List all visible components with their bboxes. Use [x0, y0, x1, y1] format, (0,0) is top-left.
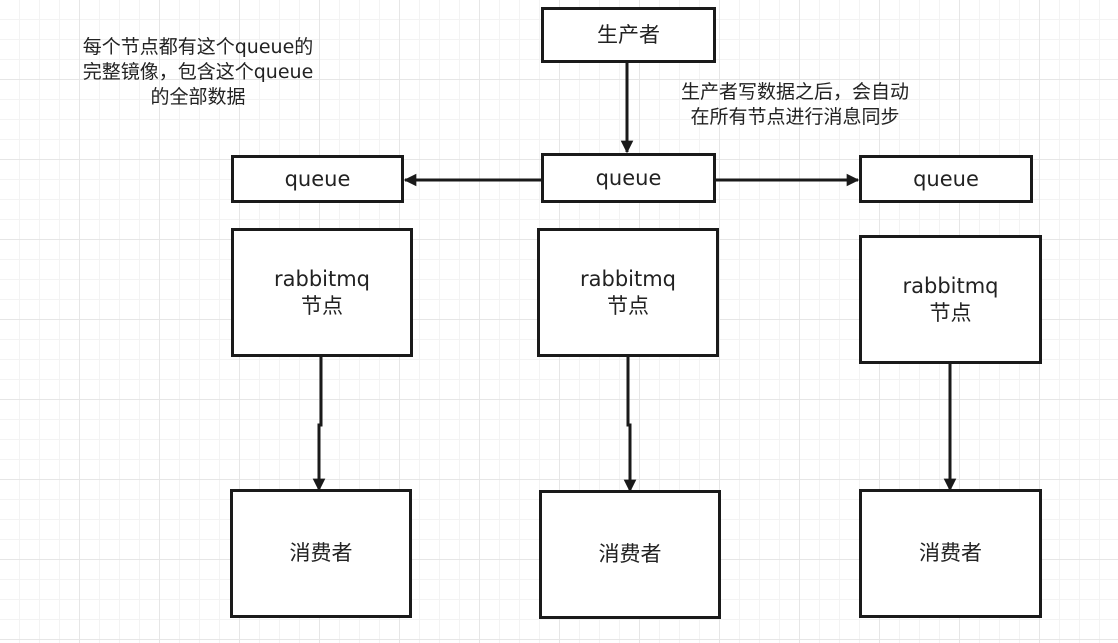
consumer-right-label: 消费者 [919, 541, 982, 565]
node-center-line-2: 节点 [607, 293, 649, 318]
mirror-note-line-3: 的全部数据 [150, 86, 246, 108]
mirror-note-line-1: 每个节点都有这个queue的 [82, 36, 314, 58]
queue-box-left: queue [231, 155, 404, 203]
rabbitmq-node-right: rabbitmq 节点 [859, 235, 1042, 364]
rabbitmq-node-center: rabbitmq 节点 [537, 228, 719, 357]
producer-box: 生产者 [541, 7, 716, 63]
node-right-line-2: 节点 [929, 300, 972, 325]
queue-label-left: queue [284, 166, 351, 191]
node-center-line-1: rabbitmq [579, 266, 677, 291]
consumer-box-left: 消费者 [230, 489, 412, 618]
queue-box-right: queue [859, 155, 1033, 203]
consumer-left-label: 消费者 [289, 541, 353, 565]
consumer-center-label: 消费者 [598, 542, 662, 566]
rabbitmq-node-left: rabbitmq 节点 [231, 228, 413, 357]
node-left-line-1: rabbitmq [273, 266, 371, 291]
consumer-box-right: 消费者 [859, 489, 1042, 618]
producer-label: 生产者 [597, 22, 660, 47]
mirror-note: 每个节点都有这个queue的 完整镜像，包含这个queue 的全部数据 [54, 35, 342, 110]
arrow-center-node-to-consumer [623, 357, 637, 493]
mirror-note-line-2: 完整镜像，包含这个queue [82, 61, 314, 83]
consumer-box-center: 消费者 [539, 490, 721, 619]
arrow-left-node-to-consumer [312, 357, 326, 492]
sync-note-line-2: 在所有节点进行消息同步 [690, 106, 900, 128]
queue-label-center: queue [595, 165, 662, 190]
node-right-line-1: rabbitmq [902, 273, 999, 298]
sync-note: 生产者写数据之后，会自动 在所有节点进行消息同步 [650, 80, 940, 130]
node-left-line-2: 节点 [301, 293, 343, 318]
sync-note-line-1: 生产者写数据之后，会自动 [680, 81, 909, 103]
queue-box-center: queue [541, 153, 716, 203]
queue-label-right: queue [913, 166, 979, 191]
